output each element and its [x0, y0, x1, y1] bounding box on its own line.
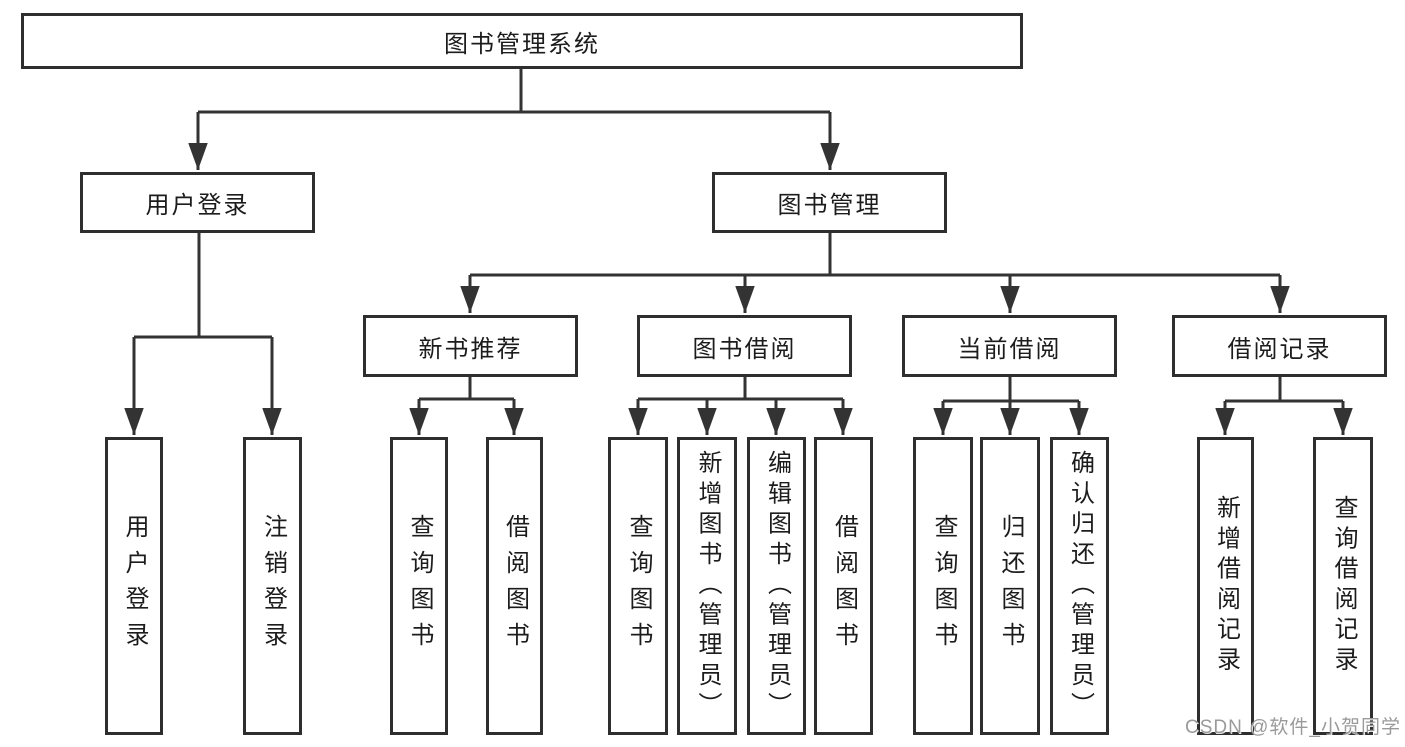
- leaf-borrow-query-book: 查询图书: [608, 437, 668, 735]
- watermark-text: CSDN @软件_小贺同学: [1185, 717, 1401, 738]
- leaf-label: 查询图书: [406, 514, 433, 658]
- leaf-label: 确认归还（管理员）: [1066, 449, 1094, 723]
- leaf-recommend-borrow-book: 借阅图书: [486, 437, 543, 735]
- leaf-records-query-record: 查询借阅记录: [1313, 437, 1373, 735]
- node-current-borrow: 当前借阅: [902, 315, 1117, 377]
- leaf-label: 注销登录: [259, 514, 287, 658]
- leaf-recommend-query-book: 查询图书: [390, 437, 448, 735]
- leaf-current-query-book: 查询图书: [913, 437, 973, 735]
- leaf-label: 新增图书（管理员）: [694, 449, 721, 723]
- leaf-login-user-login: 用户登录: [105, 437, 163, 735]
- leaf-label: 查询图书: [625, 514, 652, 658]
- node-new-book-recommend: 新书推荐: [363, 315, 578, 377]
- connector-arrows: [124, 112, 1353, 435]
- leaf-label: 借阅图书: [830, 514, 858, 658]
- node-borrow-records: 借阅记录: [1172, 315, 1387, 377]
- leaf-current-return-book: 归还图书: [980, 437, 1040, 735]
- leaf-label: 借阅图书: [501, 514, 529, 658]
- leaf-label: 查询图书: [930, 514, 957, 658]
- node-root-system: 图书管理系统: [21, 13, 1023, 69]
- leaf-current-confirm-return-admin: 确认归还（管理员）: [1050, 437, 1109, 735]
- node-user-login: 用户登录: [80, 172, 315, 233]
- node-book-borrow: 图书借阅: [637, 315, 852, 377]
- leaf-login-logout: 注销登录: [243, 437, 302, 735]
- leaf-borrow-add-book-admin: 新增图书（管理员）: [677, 437, 737, 735]
- leaf-borrow-borrow-book: 借阅图书: [814, 437, 873, 735]
- leaf-label: 归还图书: [997, 514, 1024, 658]
- leaf-borrow-edit-book-admin: 编辑图书（管理员）: [747, 437, 806, 735]
- leaf-label: 用户登录: [121, 514, 148, 658]
- leaf-label: 查询借阅记录: [1330, 495, 1357, 677]
- node-book-manage: 图书管理: [712, 172, 947, 233]
- leaf-label: 编辑图书（管理员）: [763, 449, 791, 723]
- leaf-label: 新增借阅记录: [1212, 495, 1240, 677]
- leaf-records-add-record: 新增借阅记录: [1197, 437, 1254, 735]
